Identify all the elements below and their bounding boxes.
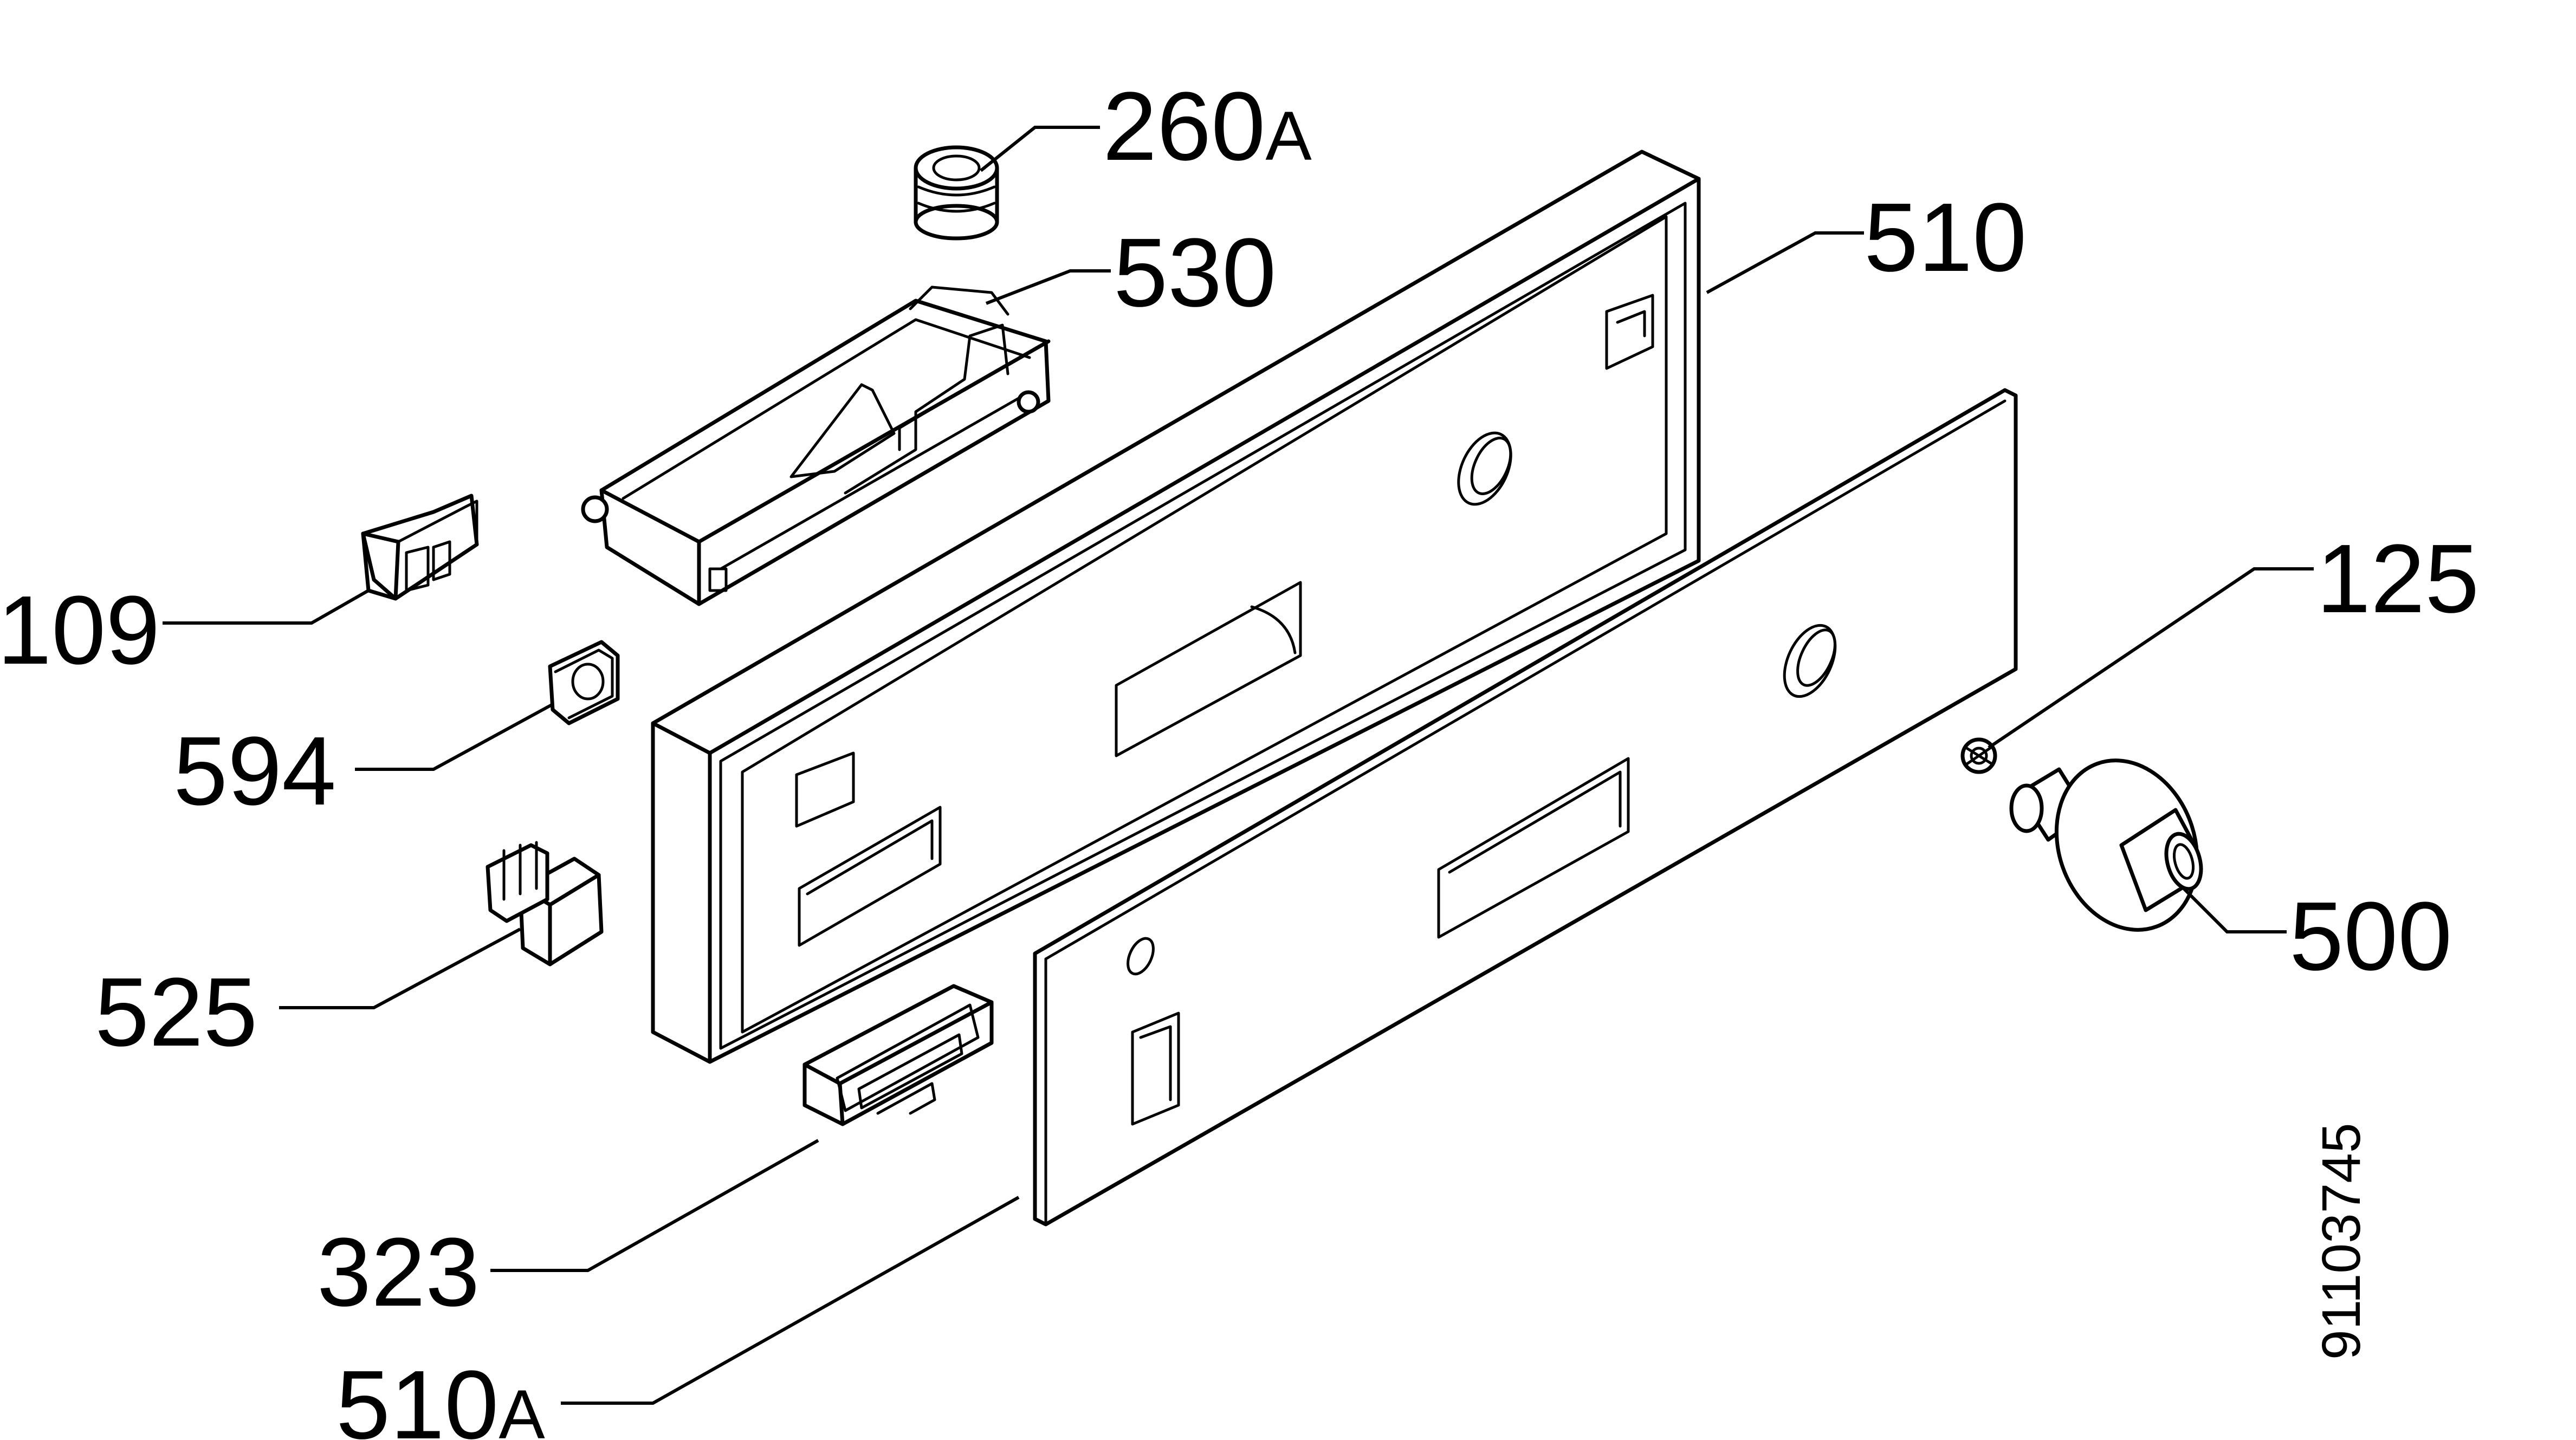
label-594: 594 (173, 717, 336, 826)
label-530: 530 (1114, 218, 1276, 327)
drawing-code: 91103745 (2311, 1123, 2372, 1360)
part-530-switch-bracket (581, 286, 1051, 606)
leader-109 (163, 589, 370, 625)
label-125: 125 (2316, 524, 2479, 633)
label-260a: 260A (1103, 72, 1312, 181)
part-109-clip (361, 494, 479, 601)
leader-525 (279, 927, 521, 1009)
leader-323 (490, 1139, 819, 1272)
part-510a-front-plate (1033, 388, 2018, 1227)
label-500: 500 (2289, 882, 2452, 991)
label-510: 510 (1864, 183, 2027, 292)
label-510a: 510A (336, 1351, 545, 1440)
leader-594 (355, 703, 554, 771)
leader-500 (2182, 887, 2287, 933)
part-125-nut (1960, 737, 1997, 774)
leader-530 (985, 269, 1111, 305)
leader-260a (980, 126, 1100, 172)
part-260a-bush (914, 145, 999, 241)
label-323: 323 (317, 1218, 480, 1327)
leader-125 (1988, 567, 2314, 749)
part-525-push-button (486, 841, 604, 967)
part-500-knob (2009, 758, 2203, 932)
leader-510a (561, 1196, 1020, 1405)
part-323-lens-frame (802, 984, 994, 1126)
leader-510 (1706, 231, 1864, 294)
leader-lines (163, 126, 2314, 1405)
label-525: 525 (95, 958, 257, 1067)
part-510-control-panel (651, 150, 1701, 1064)
part-594-pad (548, 640, 620, 725)
label-109: 109 (0, 576, 160, 685)
